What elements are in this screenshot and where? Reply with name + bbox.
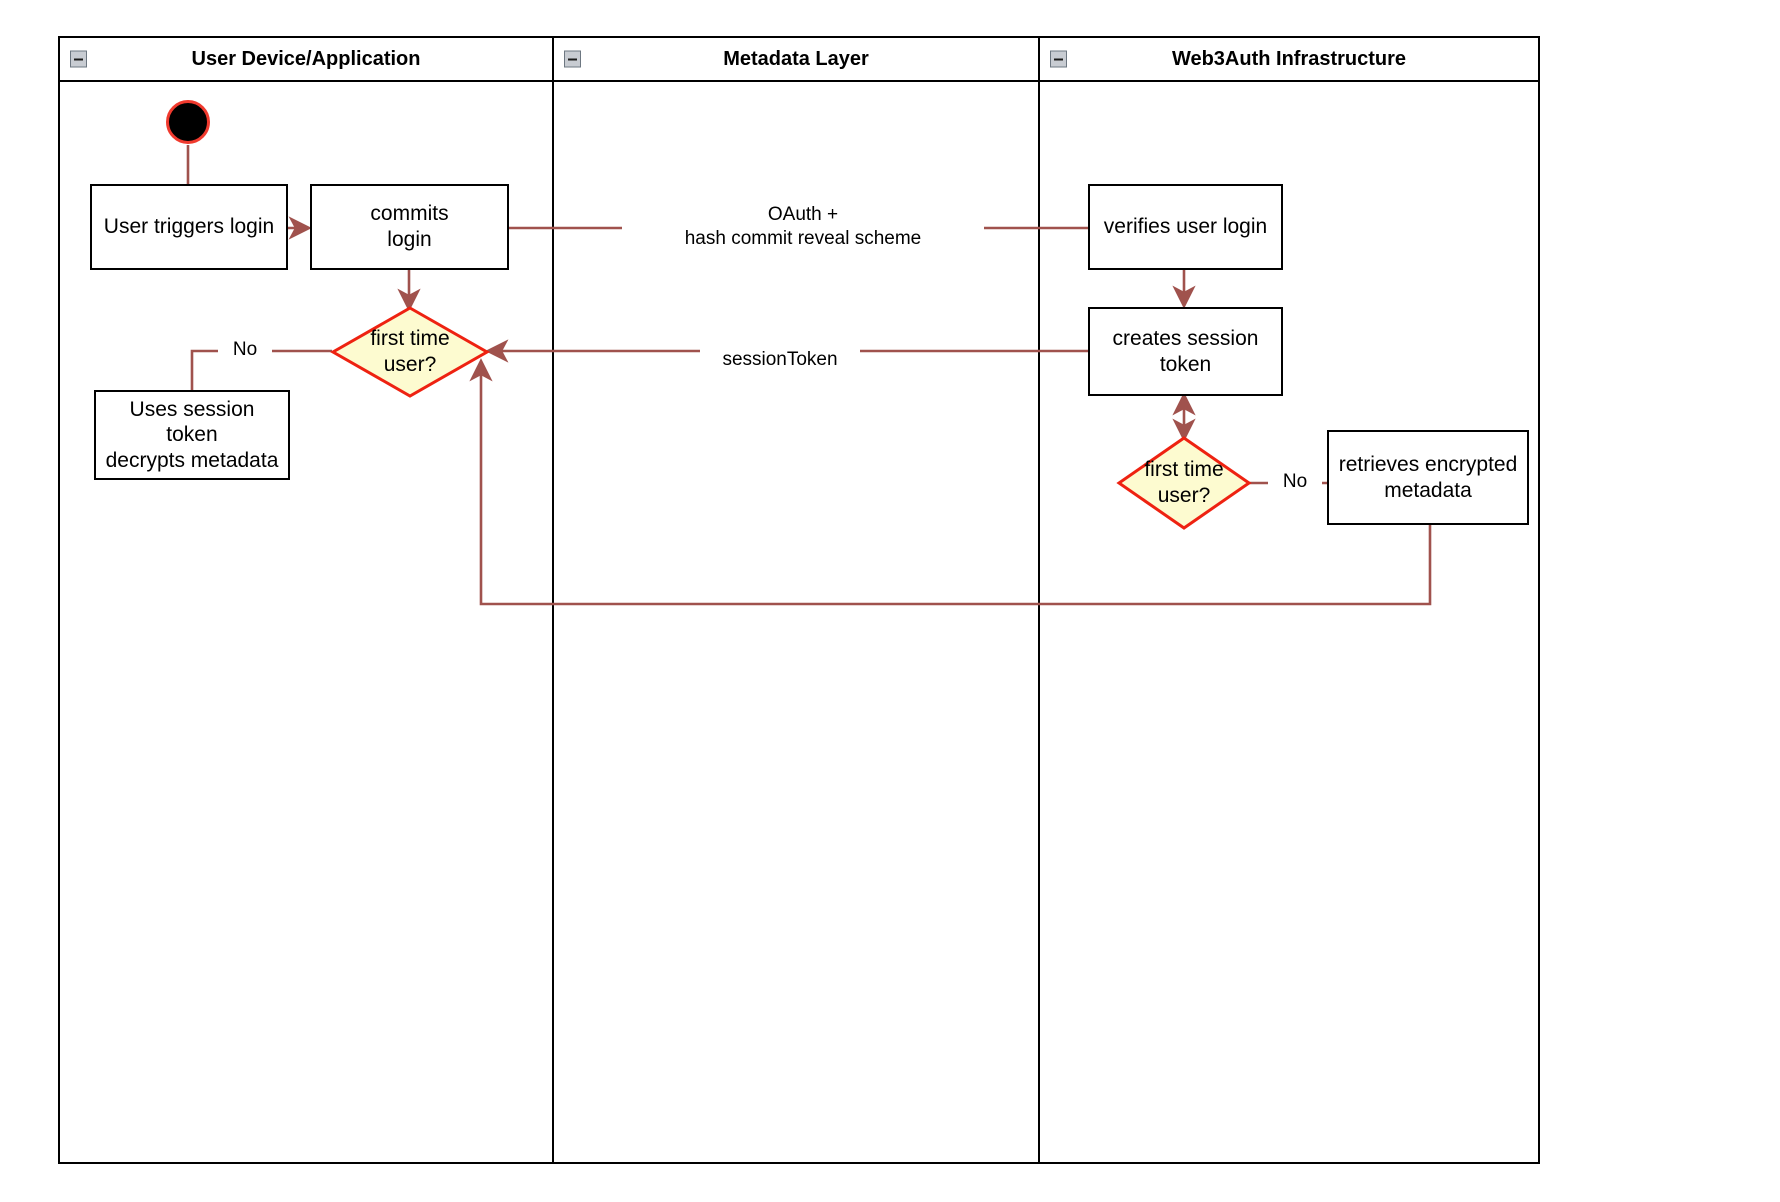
lane-title: User Device/Application — [191, 47, 421, 70]
collapse-minus-icon[interactable] — [1050, 50, 1067, 68]
decision-label: first time user? — [1144, 458, 1224, 507]
activity-verifies-user-login[interactable]: verifies user login — [1088, 184, 1283, 270]
edge-label-session-token: sessionToken — [700, 348, 860, 372]
lane-divider-2 — [1038, 38, 1040, 1162]
lane-title: Web3Auth Infrastructure — [1171, 47, 1407, 70]
activity-creates-session-token[interactable]: creates session token — [1088, 307, 1283, 396]
edge-label-no-right: No — [1268, 470, 1322, 494]
edge-label-oauth-commit: OAuth + hash commit reveal scheme — [622, 203, 984, 251]
edge-label-no-left: No — [218, 338, 272, 362]
decision-label: first time user? — [370, 327, 450, 376]
start-node — [166, 100, 210, 144]
activity-retrieves-encrypted-metadata[interactable]: retrieves encrypted metadata — [1327, 430, 1529, 525]
decision-first-time-user-right[interactable]: first time user? — [1116, 436, 1252, 530]
lane-title: Metadata Layer — [723, 47, 869, 70]
collapse-minus-icon[interactable] — [70, 50, 87, 68]
collapse-minus-icon[interactable] — [564, 50, 581, 68]
lane-header-web3auth[interactable]: Web3Auth Infrastructure — [1040, 38, 1538, 82]
lane-divider-1 — [552, 38, 554, 1162]
activity-uses-session-token[interactable]: Uses session token decrypts metadata — [94, 390, 290, 480]
activity-user-triggers-login[interactable]: User triggers login — [90, 184, 288, 270]
activity-commits-login[interactable]: commits login — [310, 184, 509, 270]
decision-first-time-user-left[interactable]: first time user? — [329, 306, 491, 398]
lane-header-metadata[interactable]: Metadata Layer — [554, 38, 1038, 82]
lane-header-user-device[interactable]: User Device/Application — [60, 38, 552, 82]
